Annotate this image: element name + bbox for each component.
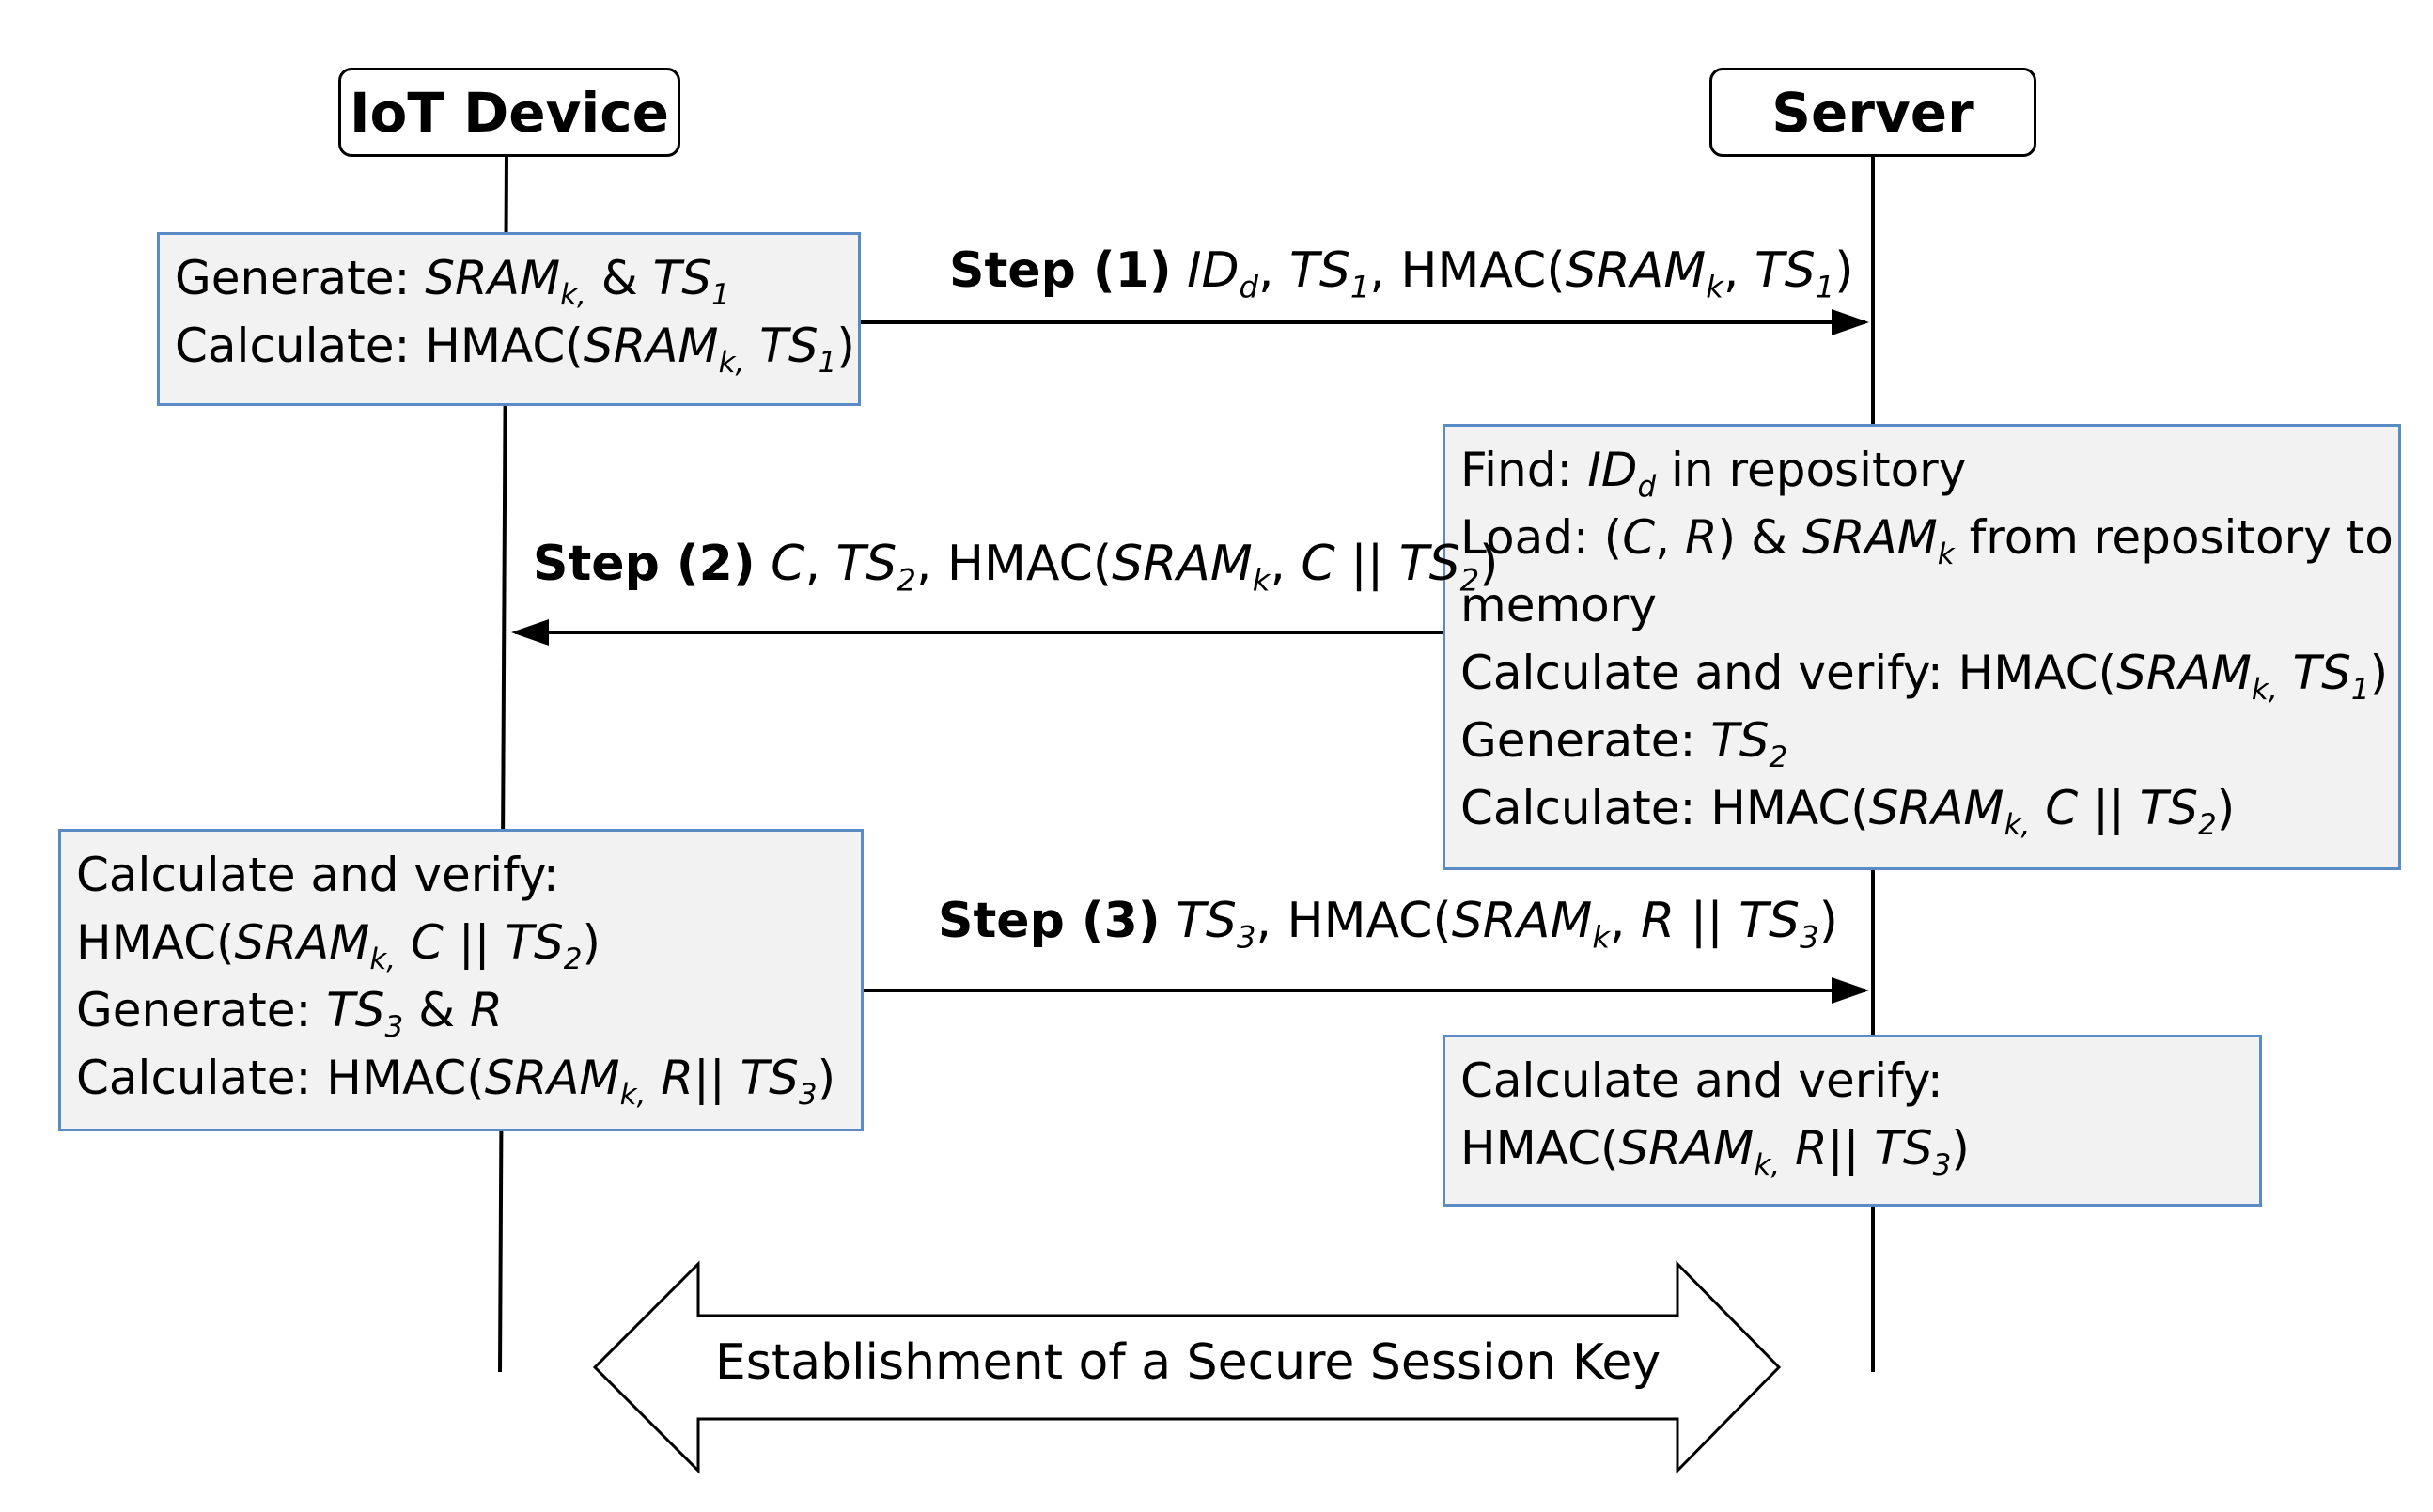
server-generate-line: Generate: TS2 xyxy=(1460,713,1788,774)
server-memory-line: memory xyxy=(1460,578,1657,632)
iot-device-label: IoT Device xyxy=(349,80,670,145)
server-calculate-line: Calculate: HMAC(SRAMk, C || TS2) xyxy=(1460,781,2236,842)
device-verify-hmac-line: HMAC(SRAMk, C || TS2) xyxy=(76,915,600,976)
step3-label: Step (3) TS3, HMAC(SRAMk, R || TS3) xyxy=(938,893,1838,956)
server-label: Server xyxy=(1771,80,1974,145)
iot-device-actor: IoT Device xyxy=(338,68,680,157)
step1-label: Step (1) IDd, TS1, HMAC(SRAMk, TS1) xyxy=(949,242,1854,305)
server-final-verify-title: Calculate and verify: xyxy=(1460,1053,1943,1108)
device-verify-title: Calculate and verify: xyxy=(76,848,559,902)
server-verify-line: Calculate and verify: HMAC(SRAMk, TS1) xyxy=(1460,646,2389,707)
session-key-label: Establishment of a Secure Session Key xyxy=(714,1334,1661,1391)
device-calculate-r-line: Calculate: HMAC(SRAMk, R|| TS3) xyxy=(76,1051,836,1112)
server-final-hmac-line: HMAC(SRAMk, R|| TS3) xyxy=(1460,1121,1970,1182)
step2-label: Step (2) C, TS2, HMAC(SRAMk, C || TS2) xyxy=(533,536,1499,599)
server-final-verify-box: Calculate and verify: HMAC(SRAMk, R|| TS… xyxy=(1443,1035,2262,1207)
device-calculate-line: Calculate: HMAC(SRAMk, TS1) xyxy=(175,319,855,380)
server-find-line: Find: IDd in repository xyxy=(1460,443,1967,504)
device-verify-box: Calculate and verify: HMAC(SRAMk, C || T… xyxy=(58,829,864,1131)
device-generate-line: Generate: SRAMk, & TS1 xyxy=(175,251,730,312)
device-generate-r-line: Generate: TS3 & R xyxy=(76,983,503,1044)
server-load-line: Load: (C, R) & SRAMk from repository to xyxy=(1460,510,2394,571)
server-actor: Server xyxy=(1709,68,2036,157)
session-key-double-arrow xyxy=(592,1260,1782,1474)
server-verify-box: Find: IDd in repository Load: (C, R) & S… xyxy=(1443,424,2401,870)
device-generate-box: Generate: SRAMk, & TS1 Calculate: HMAC(S… xyxy=(157,232,861,406)
